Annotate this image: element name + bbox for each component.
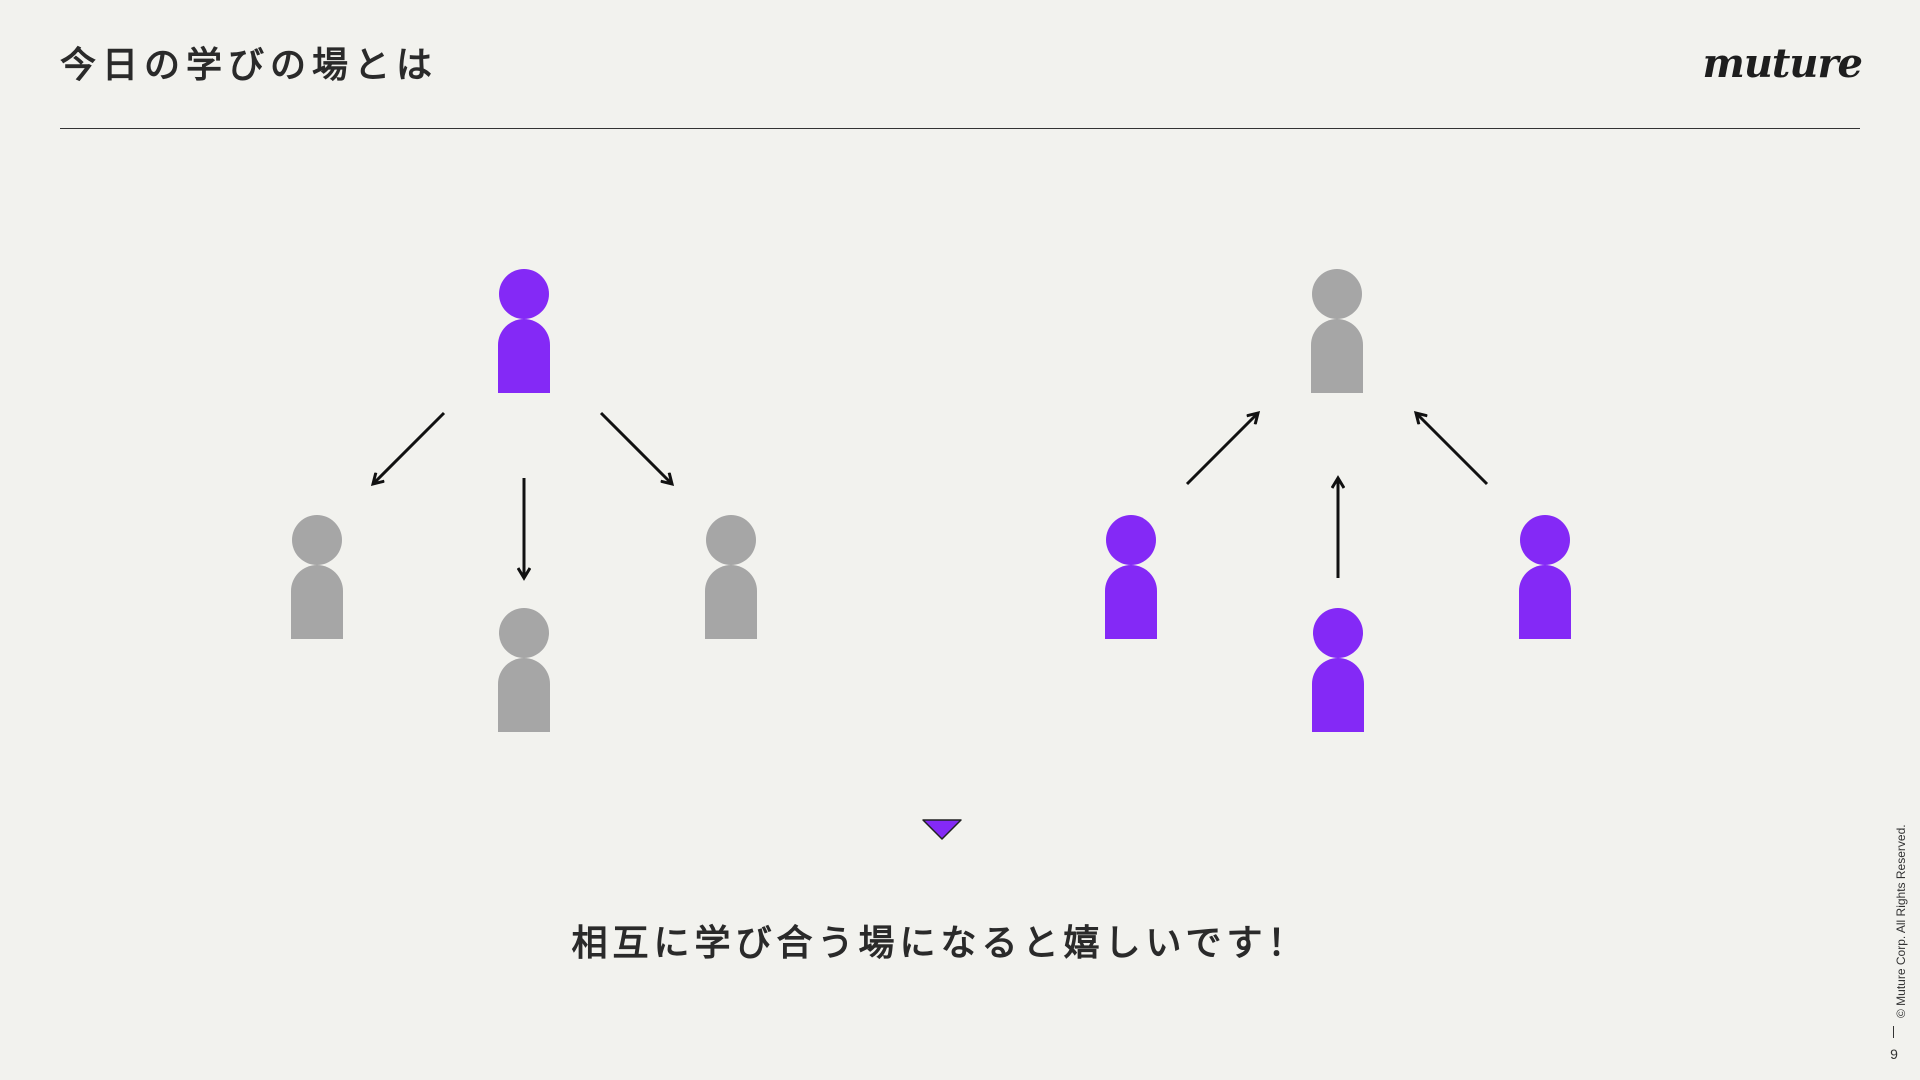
person-icon-learner-center (498, 608, 550, 732)
one-to-many-diagram (291, 269, 757, 732)
page-number: 9 (1890, 1046, 1898, 1062)
arrow-up-right (1185, 413, 1258, 486)
muture-logo: muture (1702, 40, 1863, 87)
person-icon-learner-left (291, 515, 343, 639)
person-icon-learner-right (705, 515, 757, 639)
arrow-up-left (1416, 413, 1489, 486)
copyright-text: © Muture Corp. All Rights Reserved. (1894, 824, 1908, 1018)
mutual-diagram (1105, 269, 1571, 732)
person-icon-top (1311, 269, 1363, 393)
slide-title: 今日の学びの場とは (60, 45, 439, 86)
down-triangle-icon (922, 819, 962, 840)
arrow-down-left (373, 411, 446, 484)
person-icon-right (1519, 515, 1571, 639)
page-number-divider (1893, 1026, 1894, 1038)
person-icon-teacher (498, 269, 550, 393)
header-divider (60, 128, 1860, 129)
person-icon-left (1105, 515, 1157, 639)
arrow-down-right (599, 411, 672, 484)
person-icon-center (1312, 608, 1364, 732)
conclusion-message: 相互に学び合う場になると嬉しいです！ (571, 923, 1309, 964)
